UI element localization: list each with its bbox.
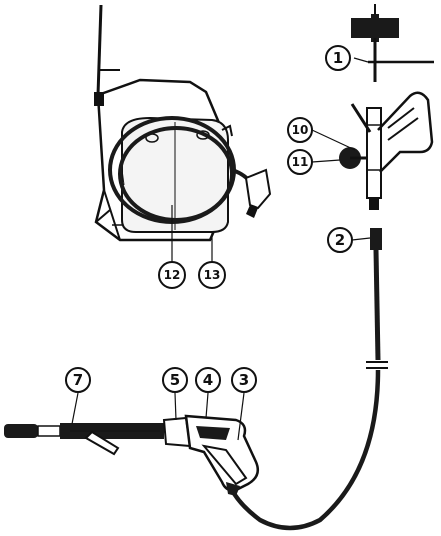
callout-label-3: 3 [239, 371, 249, 389]
callout-label-10: 10 [292, 123, 309, 137]
callout-label-11: 11 [292, 155, 309, 169]
callout-label-7: 7 [73, 371, 83, 389]
callout-5: 5 [163, 368, 187, 392]
trolley-grip [94, 92, 104, 106]
callout-13: 13 [199, 262, 225, 288]
trolley-assembly [94, 5, 270, 240]
spray-gun [4, 416, 258, 496]
callout-label-2: 2 [335, 231, 345, 249]
callout-label-4: 4 [203, 371, 213, 389]
callout-label-12: 12 [164, 268, 181, 282]
swivel-coupling [351, 4, 434, 82]
callout-4: 4 [196, 368, 220, 392]
callout-10: 10 [288, 118, 312, 142]
callout-3: 3 [232, 368, 256, 392]
callout-2: 2 [328, 228, 352, 252]
callout-7: 7 [66, 368, 90, 392]
callout-label-5: 5 [170, 371, 180, 389]
callout-1: 1 [326, 46, 350, 70]
hose-end-fitting [246, 170, 270, 208]
callout-label-1: 1 [333, 49, 343, 67]
callout-11: 11 [288, 150, 312, 174]
callout-label-13: 13 [204, 268, 221, 282]
callout-12: 12 [159, 262, 185, 288]
lance-tip [4, 424, 38, 438]
valve-assembly [339, 93, 432, 210]
